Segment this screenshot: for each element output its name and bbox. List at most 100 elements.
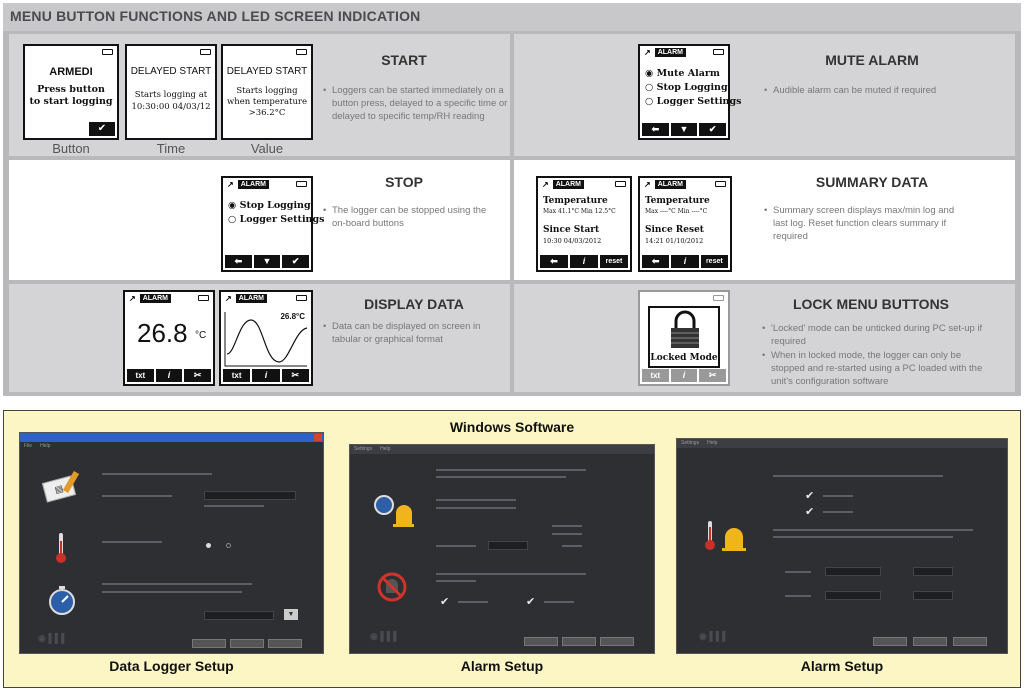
stop-title: STOP	[385, 174, 423, 190]
checkbox-check[interactable]: ✔	[805, 490, 815, 502]
start-title: START	[381, 52, 427, 68]
signal-icon: ↗	[644, 179, 651, 189]
menu-option: ◉ Mute Alarm	[645, 68, 720, 79]
check-key: ✔	[89, 122, 115, 136]
mute-description: Audible alarm can be muted if required	[764, 84, 1004, 98]
screen-line: Press button	[37, 84, 105, 95]
display-title: DISPLAY DATA	[364, 296, 464, 312]
screen-line: 10:30 04/03/2012	[543, 237, 602, 245]
bullet-text: Data can be displayed on screen in tabul…	[323, 320, 503, 346]
window-titlebar	[350, 445, 654, 454]
placeholder-text	[785, 595, 811, 597]
tools-key: ✂	[699, 369, 727, 382]
checkbox-check[interactable]: ✔	[805, 506, 815, 518]
back-key: ⬅	[225, 255, 252, 268]
placeholder-text	[102, 473, 212, 475]
lock-screen: Locked Mode txt i ✂	[638, 290, 730, 386]
window-button[interactable]	[230, 639, 264, 648]
back-key: ⬅	[642, 123, 669, 136]
menu-option: ○ Logger Settings	[645, 96, 742, 107]
status-bar: ↗ ALARM	[129, 293, 171, 303]
info-key: i	[252, 369, 280, 382]
radio-option[interactable]	[206, 543, 211, 548]
chevron-down-icon[interactable]: ▼	[284, 609, 298, 620]
placeholder-text	[823, 495, 853, 497]
high-alarm-field[interactable]	[825, 567, 881, 576]
battery-icon	[102, 49, 113, 55]
screen-keys: ⬅ ▼ ✔	[225, 255, 310, 268]
start-section: ARMEDI Press button to start logging ✔ B…	[9, 34, 510, 156]
lock-frame: Locked Mode	[648, 306, 720, 368]
screen-line: to start logging	[29, 96, 113, 107]
placeholder-text	[552, 533, 582, 535]
padlock-icon	[671, 310, 699, 348]
window-button[interactable]	[192, 639, 226, 648]
ok-key: ✔	[282, 255, 310, 268]
info-key: i	[155, 369, 183, 382]
brand-logo: ◉ ▌▌▌	[699, 631, 729, 641]
mute-title: MUTE ALARM	[825, 52, 919, 68]
window-caption: Alarm Setup	[800, 658, 884, 674]
start-mode-select[interactable]	[204, 611, 274, 620]
placeholder-text	[823, 511, 853, 513]
high-delay-field[interactable]	[913, 567, 953, 576]
low-delay-field[interactable]	[913, 591, 953, 600]
placeholder-text	[458, 601, 488, 603]
placeholder-text	[544, 601, 574, 603]
window-button[interactable]	[524, 637, 558, 646]
window-caption: Data Logger Setup	[109, 658, 234, 674]
stopwatch-bell-icon	[374, 495, 414, 527]
screen-line: 14:21 01/10/2012	[645, 237, 704, 245]
checkbox-check[interactable]: ✔	[526, 596, 536, 608]
menu-option: ◉ Stop Logging	[228, 200, 311, 211]
checkbox-check[interactable]: ✔	[440, 596, 450, 608]
alarm-badge: ALARM	[139, 293, 171, 303]
radio-option[interactable]	[226, 543, 231, 548]
option-label: Logger Settings	[239, 214, 325, 225]
signal-icon: ↗	[227, 179, 234, 189]
screen-keys: txt i ✂	[642, 369, 727, 382]
lock-section: Locked Mode txt i ✂ LOCK MENU BUTTONS 'L…	[514, 284, 1015, 392]
status-bar: ↗ ALARM	[644, 179, 686, 189]
text-key: txt	[127, 369, 154, 382]
alarm-badge: ALARM	[654, 179, 686, 189]
delay-field[interactable]	[488, 541, 528, 550]
window-button[interactable]	[562, 637, 596, 646]
start-description: Loggers can be started immediately on a …	[323, 84, 509, 124]
window-button[interactable]	[600, 637, 634, 646]
tools-key: ✂	[281, 369, 309, 382]
placeholder-text	[785, 571, 811, 573]
window-button[interactable]	[913, 637, 947, 646]
window-button[interactable]	[953, 637, 987, 646]
bullet-text: Summary screen displays max/min log and …	[764, 204, 964, 243]
status-bar: ↗ ALARM	[227, 179, 269, 189]
screen-line: Max 41.1°C Min 12.5°C	[543, 208, 616, 215]
placeholder-text	[436, 580, 476, 582]
screen-caption: Button	[52, 141, 90, 156]
placeholder-text	[436, 507, 516, 509]
placeholder-text	[102, 495, 172, 497]
down-key: ▼	[670, 123, 698, 136]
alarm-badge: ALARM	[237, 179, 269, 189]
window-button[interactable]	[873, 637, 907, 646]
status-bar: ↗ ALARM	[542, 179, 584, 189]
thermometer-icon	[56, 533, 66, 563]
text-key: txt	[223, 369, 251, 382]
screen-keys: ⬅ i reset	[642, 255, 728, 268]
display-graph-screen: ↗ ALARM 26.8°C txt i ✂	[219, 290, 313, 386]
logger-name-field[interactable]	[204, 491, 296, 500]
summary-start-screen: ↗ ALARM Temperature Max 41.1°C Min 12.5°…	[536, 176, 632, 272]
battery-icon	[715, 181, 726, 187]
close-icon[interactable]	[314, 434, 322, 441]
placeholder-text	[102, 591, 242, 593]
placeholder-text	[436, 545, 476, 547]
low-alarm-field[interactable]	[825, 591, 881, 600]
screen-line: Starts logging	[236, 86, 298, 96]
screen-keys: ⬅ i reset	[540, 255, 628, 268]
temperature-value: 26.8	[137, 318, 188, 348]
window-button[interactable]	[268, 639, 302, 648]
